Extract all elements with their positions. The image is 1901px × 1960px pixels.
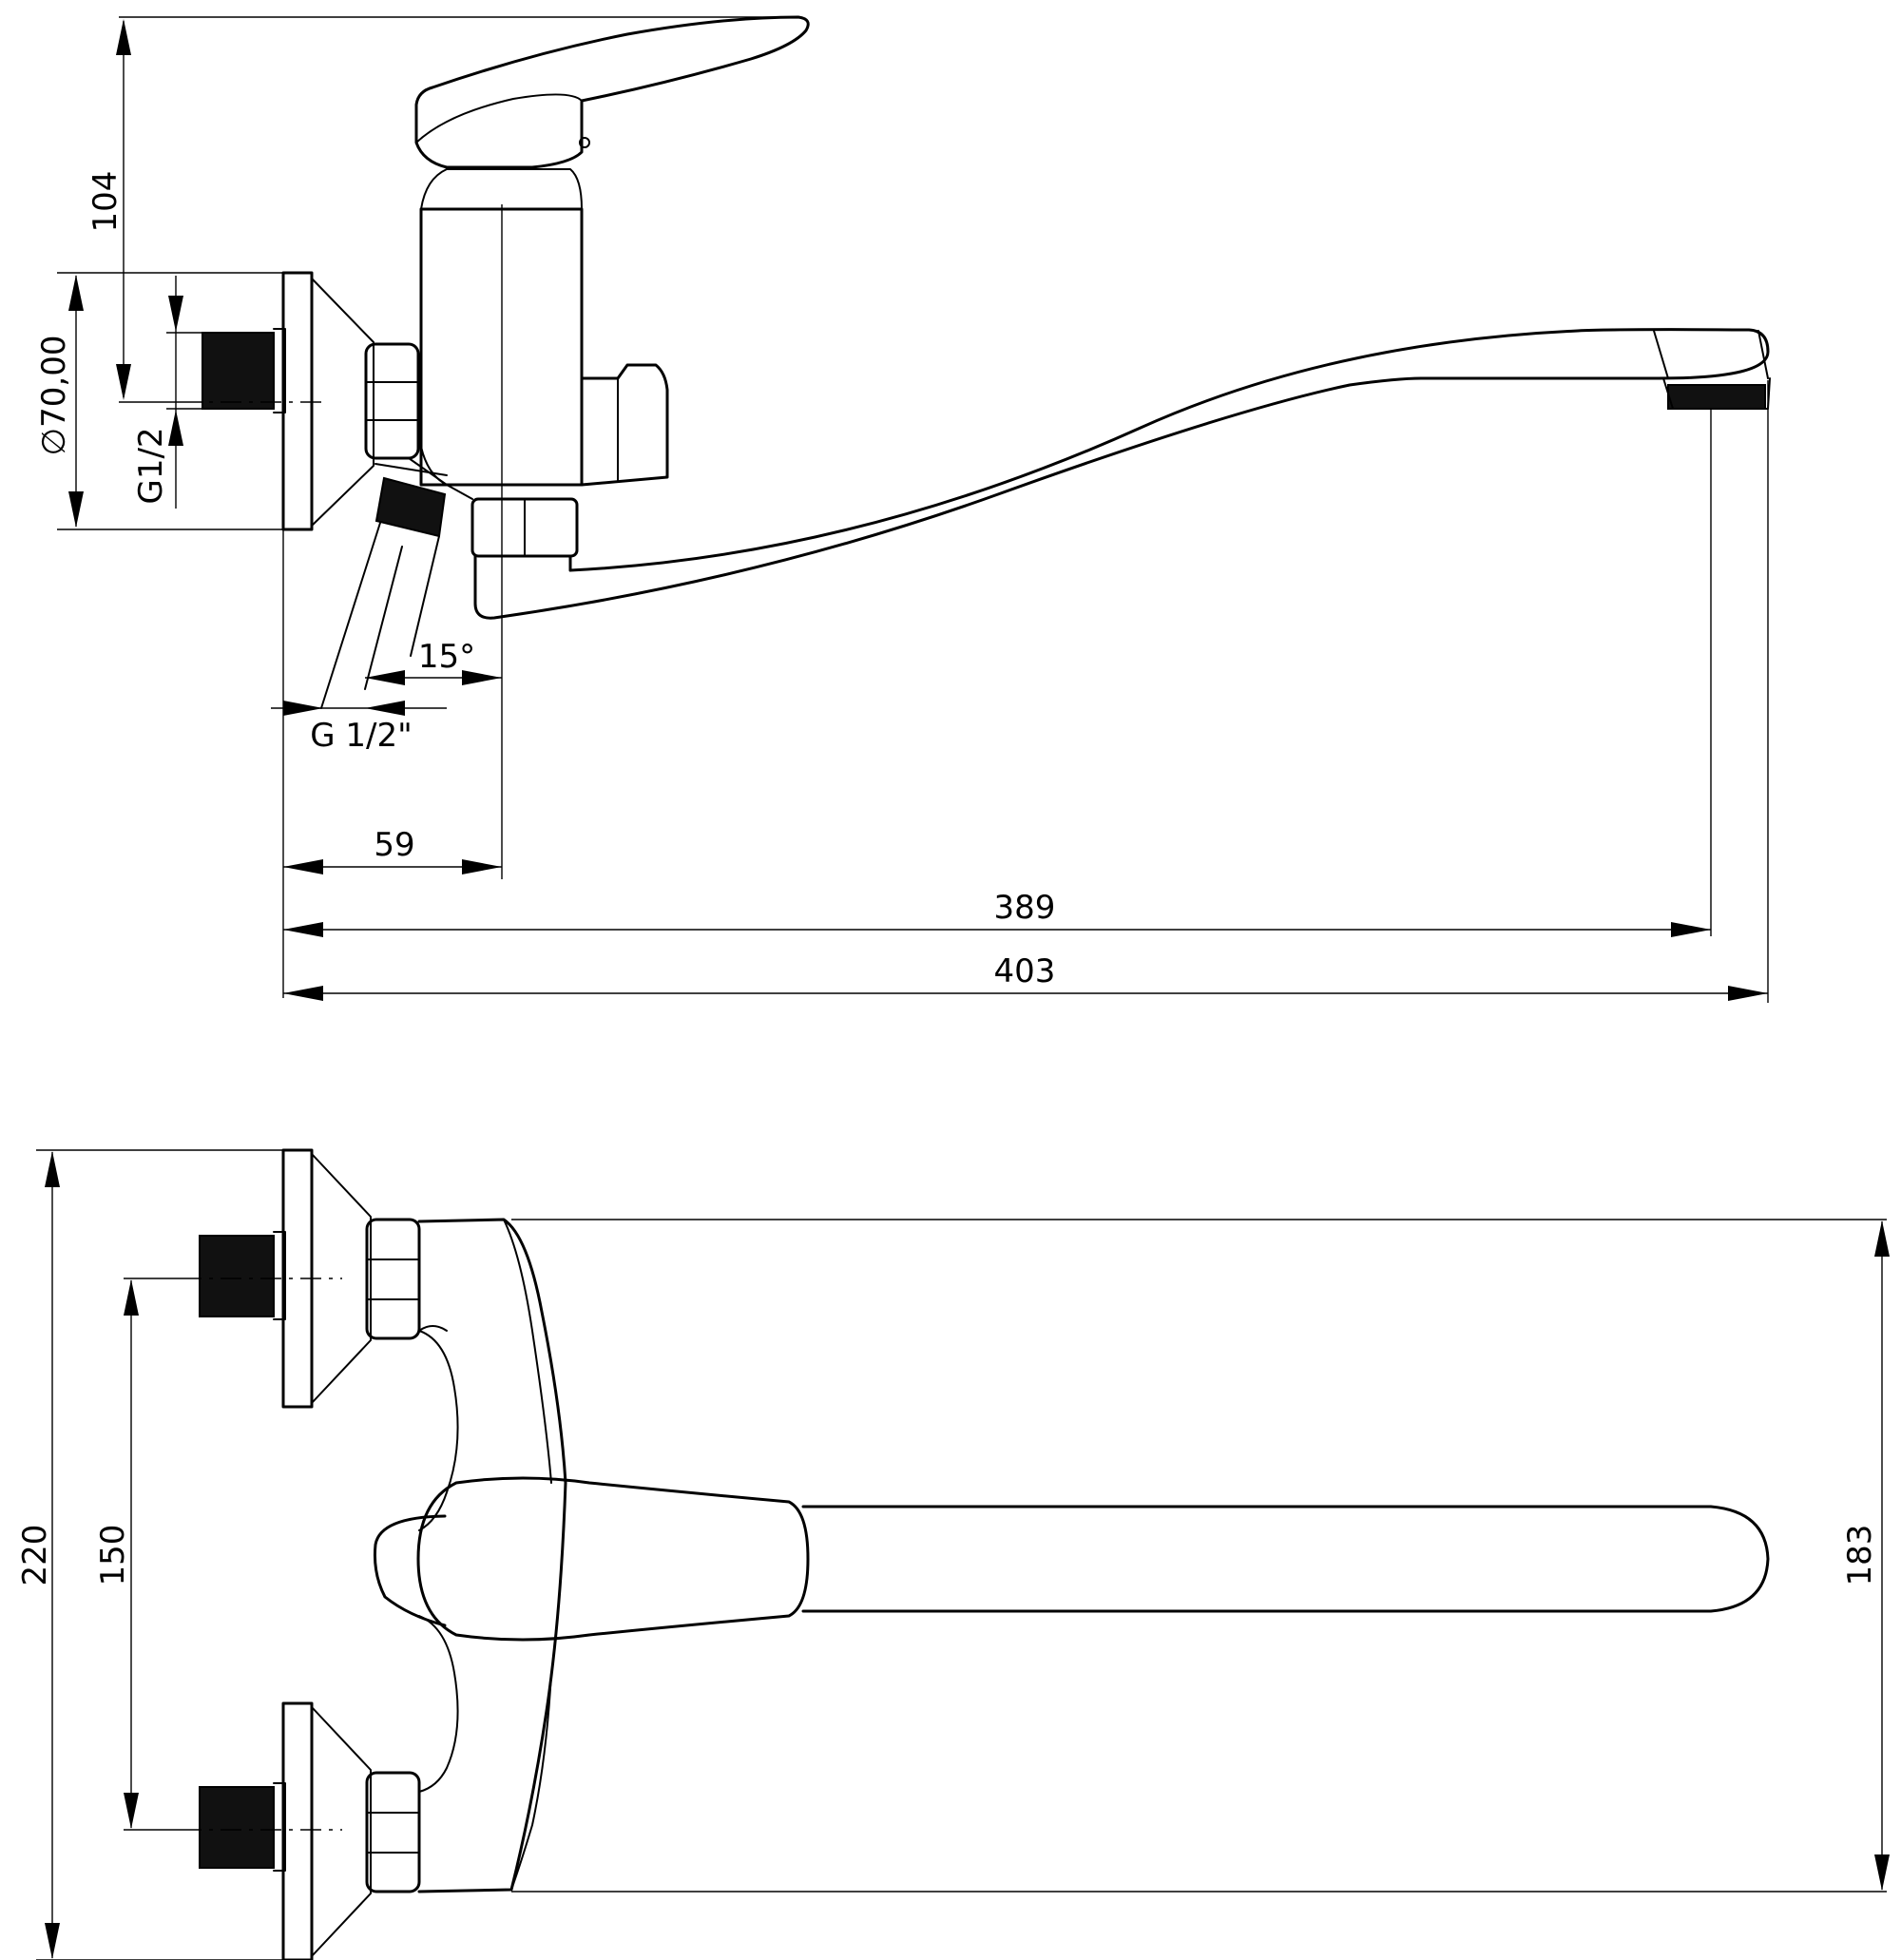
side-spout [473,328,1771,620]
top-spout [801,1505,1770,1613]
dim-g12-line [168,276,183,509]
side-diverter [580,363,669,487]
dim-70-line [68,275,84,528]
dim-59-label: 59 [374,826,414,864]
dim-59-line [283,859,502,874]
top-lever-handle [374,1476,810,1642]
dim-70-label: ∅70,00 [35,336,73,456]
dim-403-line [283,986,1768,1001]
side-wall-connector [202,328,286,413]
dim-15deg-label: 15° [418,638,475,676]
dim-g12-label: G1/2 [132,427,170,504]
dim-104-line [116,19,131,400]
dim-389-line [283,922,1711,937]
dim-220-line [45,1151,60,1959]
dim-g12inch-label: G 1/2" [310,717,413,755]
dim-104-label: 104 [86,171,125,233]
dim-15deg-line [365,670,502,685]
dim-150-line [124,1279,139,1829]
side-wall-flange [281,271,374,531]
side-lower-outlet [408,457,579,558]
dim-183-line [1874,1220,1890,1891]
side-lever-handle [414,15,810,169]
dim-183-label: 183 [1841,1525,1879,1586]
side-hex-nut [364,342,420,460]
dim-220-label: 220 [16,1525,54,1586]
side-angled-inlet [320,463,448,709]
top-view: 220 150 183 [16,1148,1890,1960]
dim-g12inch-line [271,701,447,716]
dim-150-label: 150 [94,1525,132,1586]
top-lower-flange [181,1701,421,1960]
top-mixer-body [417,1218,567,1893]
top-upper-flange [181,1148,421,1409]
dim-403-label: 403 [994,952,1056,990]
dim-389-label: 389 [994,889,1056,927]
side-view: 104 ∅70,00 G1/2 15° G 1/2" 59 389 403 [35,15,1771,1003]
